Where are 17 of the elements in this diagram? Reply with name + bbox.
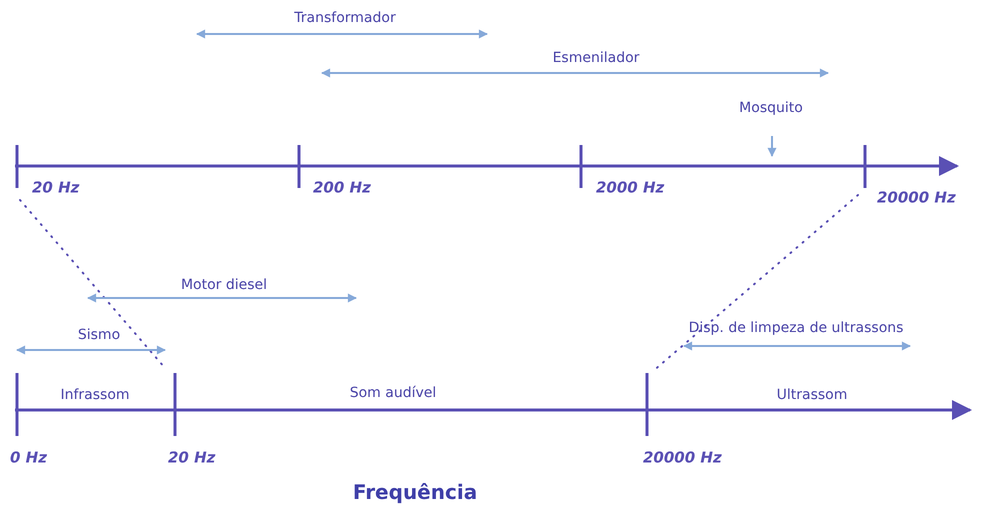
tick-label: 20000 Hz [877,190,956,206]
band-label: Som audível [350,386,436,400]
band-label: Ultrassom [776,388,848,402]
tick-label: 20 Hz [168,450,216,466]
range-label: Motor diesel [180,278,268,292]
tick-label: 200 Hz [313,180,371,196]
range-label: Transformador [294,11,396,25]
tick-label: 20 Hz [32,180,80,196]
axis-title: Frequência [352,482,478,502]
range-label: Disp. de limpeza de ultrassons [688,321,904,335]
tick-label: 2000 Hz [596,180,664,196]
range-label: Esmenilador [552,51,640,65]
tick-label: 0 Hz [10,450,47,466]
band-label: Infrassom [60,388,130,402]
tick-label: 20000 Hz [643,450,722,466]
range-label: Sismo [78,328,120,342]
range-label: Mosquito [739,101,803,115]
